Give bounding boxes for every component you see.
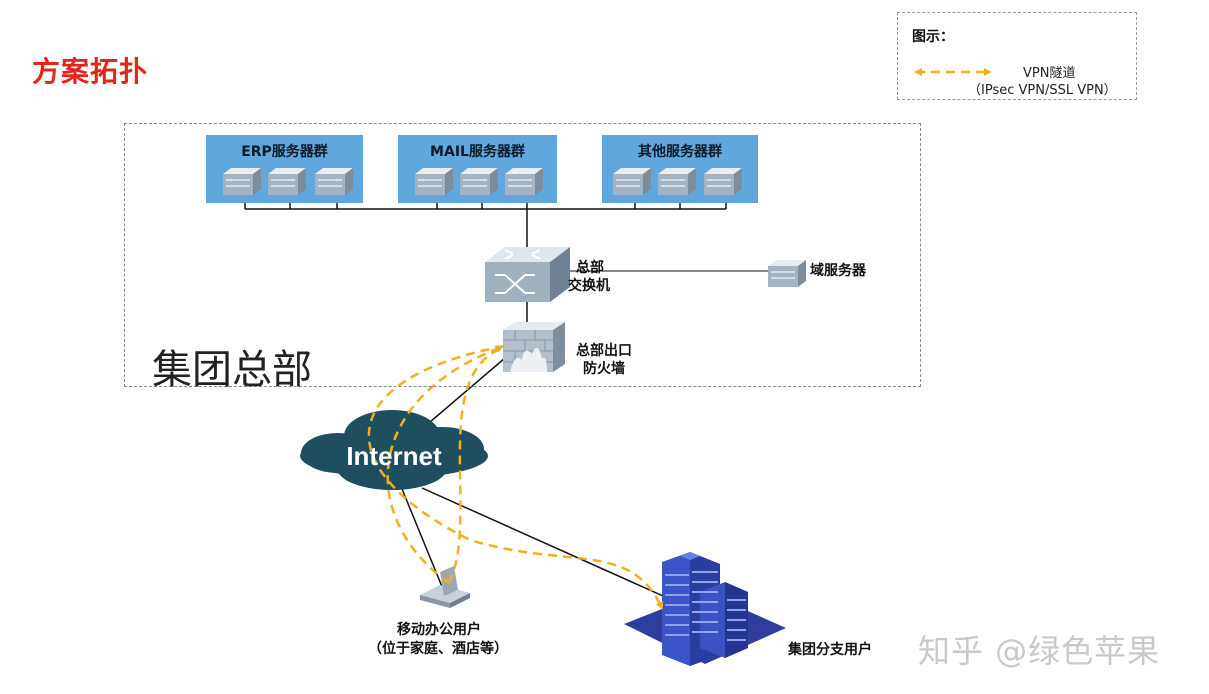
mobile-user-sublabel: （位于家庭、酒店等） [368,641,508,657]
switch-label-line2: 交换机 [568,278,610,294]
vpn-tunnels [367,344,664,610]
legend-vpn-label: VPN隧道 [1023,66,1076,81]
branch-user-label: 集团分支用户 [788,642,872,658]
internet-cloud [300,410,488,490]
legend-title: 图示： [912,29,954,45]
firewall-icon [503,322,565,372]
hq-boundary [124,123,921,387]
watermark: 知乎 @绿色苹果 [918,632,1161,670]
hq-label: 集团总部 [152,347,312,393]
erp-group-label: ERP服务器群 [241,144,328,160]
internet-label: Internet [346,441,442,471]
switch-label-line1: 总部 [576,260,604,276]
page-title: 方案拓扑 [32,55,149,88]
core-switch-icon [485,247,570,302]
mail-group-label: MAIL服务器群 [430,144,525,160]
firewall-label-line2: 防火墙 [583,361,625,377]
firewall-label-line1: 总部出口 [576,343,632,359]
branch-building-icon [624,552,786,666]
legend-vpn-sublabel: （IPsec VPN/SSL VPN） [968,83,1117,98]
legend-box [897,12,1137,100]
server-icons [223,168,742,195]
domain-server-label: 域服务器 [810,263,866,279]
mobile-user-label: 移动办公用户 [397,622,481,638]
other-group-label: 其他服务器群 [638,144,722,160]
